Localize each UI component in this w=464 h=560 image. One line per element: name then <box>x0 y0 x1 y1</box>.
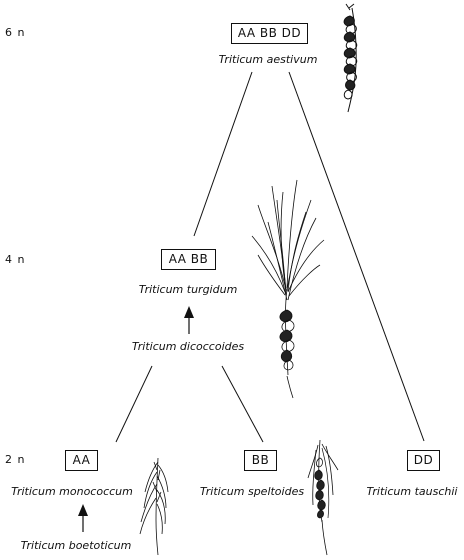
genome-box-turgidum: AA BB <box>161 249 216 270</box>
species-label-turgidum: Triticum turgidum <box>138 283 238 296</box>
wheat-ear-aestivum-icon <box>343 3 358 113</box>
species-label-tauschii: Triticum tauschii <box>366 485 458 498</box>
species-label-monococcum: Triticum monococcum <box>11 485 133 498</box>
ploidy-label-2n: 2 n <box>5 453 26 466</box>
ploidy-label-6n: 6 n <box>5 26 26 39</box>
ploidy-label-4n: 4 n <box>5 253 26 266</box>
genome-box-tauschii: DD <box>407 450 440 471</box>
line-aestivum-turgidum <box>193 71 253 237</box>
genome-box-speltoides: BB <box>244 450 277 471</box>
species-label-boetoticum: Triticum boetoticum <box>20 539 132 552</box>
genome-box-monococcum: AA <box>65 450 98 471</box>
species-label-aestivum: Triticum aestivum <box>218 53 318 66</box>
wheat-ear-turgidum-icon <box>251 179 325 399</box>
wheat-ear-monococcum-icon <box>139 457 169 556</box>
wheat-ear-speltoides-icon <box>307 439 339 556</box>
arrow-boetoticum-to-monococcum <box>78 504 88 532</box>
line-dicoccoides-monococcum <box>115 365 153 443</box>
genome-box-aestivum: AA BB DD <box>231 23 308 44</box>
line-aestivum-tauschii <box>288 71 425 442</box>
species-label-speltoides: Triticum speltoides <box>199 485 305 498</box>
line-dicoccoides-speltoides <box>221 365 264 443</box>
arrow-dicoccoides-to-turgidum <box>184 306 194 334</box>
species-label-dicoccoides: Triticum dicoccoides <box>131 340 245 353</box>
